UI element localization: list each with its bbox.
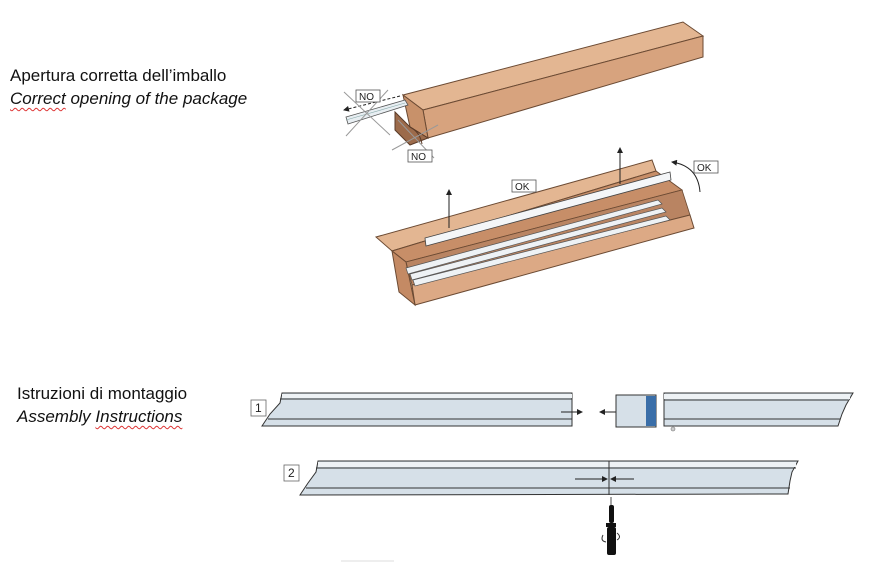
ok-label-right: OK — [693, 160, 719, 174]
no-label-bottom: NO — [407, 149, 433, 163]
ok-label-right-text: OK — [697, 163, 712, 174]
opening-caption: Apertura corretta dell’imballo Correct o… — [10, 64, 247, 110]
step-1-left-profile — [261, 392, 583, 427]
open-package-illustration — [374, 147, 701, 307]
assembly-caption: Istruzioni di montaggio Assembly Instruc… — [17, 382, 187, 428]
spellcheck-word: Instructions — [95, 407, 183, 426]
no-label-top-text: NO — [359, 92, 374, 103]
assembly-title-italian: Istruzioni di montaggio — [17, 384, 188, 403]
no-label-top: NO — [355, 89, 381, 103]
step-1-right-profile — [599, 392, 854, 432]
assembly-title-english: Assembly Instructions — [17, 405, 187, 428]
ok-label-center-text: OK — [515, 182, 530, 193]
connector-clips — [646, 396, 656, 426]
opening-title-italian: Apertura corretta dell’imballo — [10, 66, 227, 85]
opening-title-english-rest: opening of the package — [65, 89, 248, 108]
assembly-word: Assembly — [17, 407, 91, 426]
step-2-number: 2 — [288, 466, 295, 480]
step-1-number: 1 — [255, 401, 262, 415]
closed-package-illustration — [343, 21, 705, 159]
no-label-bottom-text: NO — [411, 152, 426, 163]
step-2-joined-profile — [299, 460, 799, 496]
screwdriver-icon — [601, 497, 620, 555]
step-1-badge: 1 — [250, 399, 267, 417]
ok-label-center: OK — [511, 179, 537, 193]
spellcheck-word: Correct — [10, 89, 66, 108]
opening-title-english: Correct opening of the package — [10, 87, 247, 110]
step-2-badge: 2 — [283, 464, 300, 482]
